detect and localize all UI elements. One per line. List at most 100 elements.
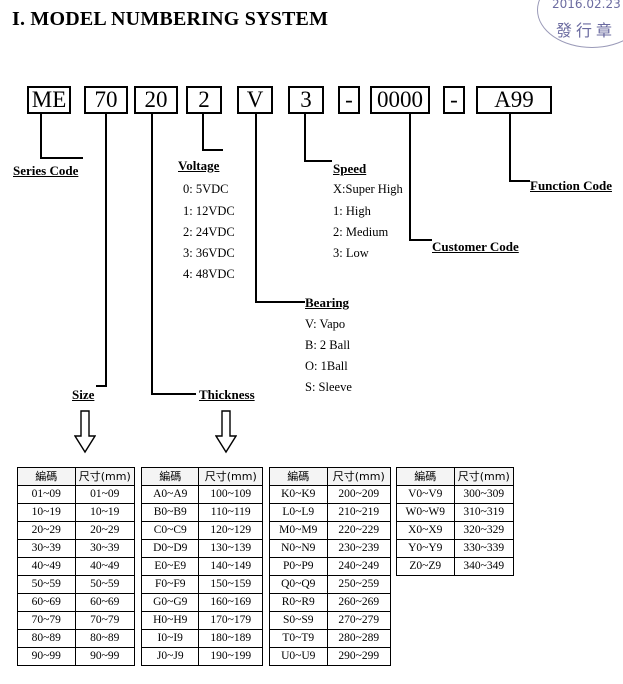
size-cell: 160~169 (198, 593, 263, 612)
size-cell: 190~199 (198, 647, 263, 666)
code-box-voltage: 2 (186, 86, 222, 114)
code-column-header: 編碼 (269, 467, 328, 486)
size-cell: 01~09 (74, 485, 135, 504)
code-cell: 01~09 (17, 485, 76, 504)
size-cell: 280~289 (326, 629, 392, 648)
size-cell: 20~29 (74, 521, 135, 540)
code-box-dash-2: - (443, 86, 465, 114)
code-cell: A0~A9 (140, 485, 200, 504)
code-cell: C0~C9 (140, 521, 200, 540)
code-cell: X0~X9 (396, 521, 455, 540)
size-cell: 330~339 (453, 539, 514, 558)
code-cell: D0~D9 (140, 539, 200, 558)
size-label: Size (72, 387, 95, 402)
size-cell: 240~249 (326, 557, 392, 576)
voltage-option: 0: 5VDC (183, 182, 229, 196)
code-cell: M0~M9 (269, 521, 328, 540)
size-cell: 150~159 (198, 575, 263, 594)
size-cell: 260~269 (326, 593, 392, 612)
code-cell: 80~89 (17, 629, 76, 648)
code-cell: I0~I9 (140, 629, 200, 648)
code-box-thickness: 20 (134, 86, 178, 114)
size-cell: 30~39 (74, 539, 135, 558)
size-cell: 210~219 (326, 503, 392, 522)
size-cell: 340~349 (453, 557, 514, 576)
function-code-label: Function Code (530, 178, 612, 193)
speed-option: X:Super High (333, 182, 403, 196)
code-cell: T0~T9 (269, 629, 328, 648)
code-box-series: ME (27, 86, 71, 114)
speed-option: 1: High (333, 204, 371, 218)
code-cell: U0~U9 (269, 647, 328, 666)
code-box-bearing: V (237, 86, 273, 114)
size-cell: 110~119 (198, 503, 263, 522)
table-header-row: 編碼尺寸(mm) (17, 467, 135, 486)
speed-option: 2: Medium (333, 225, 389, 239)
bearing-option: O: 1Ball (305, 359, 348, 373)
bearing-option: V: Vapo (305, 317, 346, 331)
size-cell: 90~99 (74, 647, 135, 666)
code-cell: N0~N9 (269, 539, 328, 558)
size-cell: 220~229 (326, 521, 392, 540)
code-cell: 30~39 (17, 539, 76, 558)
size-cell: 200~209 (326, 485, 392, 504)
size-cell: 180~189 (198, 629, 263, 648)
stamp-text: 發行章 (556, 21, 617, 40)
code-cell: J0~J9 (140, 647, 200, 666)
code-box-size: 70 (84, 86, 128, 114)
size-cell: 290~299 (326, 647, 392, 666)
code-box-speed: 3 (288, 86, 324, 114)
code-cell: Q0~Q9 (269, 575, 328, 594)
table-header-row: 編碼尺寸(mm) (269, 467, 392, 486)
size-cell: 250~259 (326, 575, 392, 594)
size-cell: 140~149 (198, 557, 263, 576)
code-cell: G0~G9 (140, 593, 200, 612)
size-cell: 300~309 (453, 485, 514, 504)
size-cell: 230~239 (326, 539, 392, 558)
code-cell: E0~E9 (140, 557, 200, 576)
code-cell: 20~29 (17, 521, 76, 540)
code-cell: Y0~Y9 (396, 539, 455, 558)
size-cell: 320~329 (453, 521, 514, 540)
code-cell: L0~L9 (269, 503, 328, 522)
code-cell: 90~99 (17, 647, 76, 666)
speed-label: Speed (333, 161, 367, 176)
thickness-label: Thickness (199, 387, 255, 402)
code-cell: K0~K9 (269, 485, 328, 504)
size-cell: 10~19 (74, 503, 135, 522)
code-cell: 10~19 (17, 503, 76, 522)
size-cell: 40~49 (74, 557, 135, 576)
size-cell: 50~59 (74, 575, 135, 594)
code-cell: S0~S9 (269, 611, 328, 630)
size-cell: 80~89 (74, 629, 135, 648)
size-column-header: 尺寸(mm) (74, 467, 135, 486)
size-cell: 70~79 (74, 611, 135, 630)
code-cell: 60~69 (17, 593, 76, 612)
speed-option: 3: Low (333, 246, 369, 260)
